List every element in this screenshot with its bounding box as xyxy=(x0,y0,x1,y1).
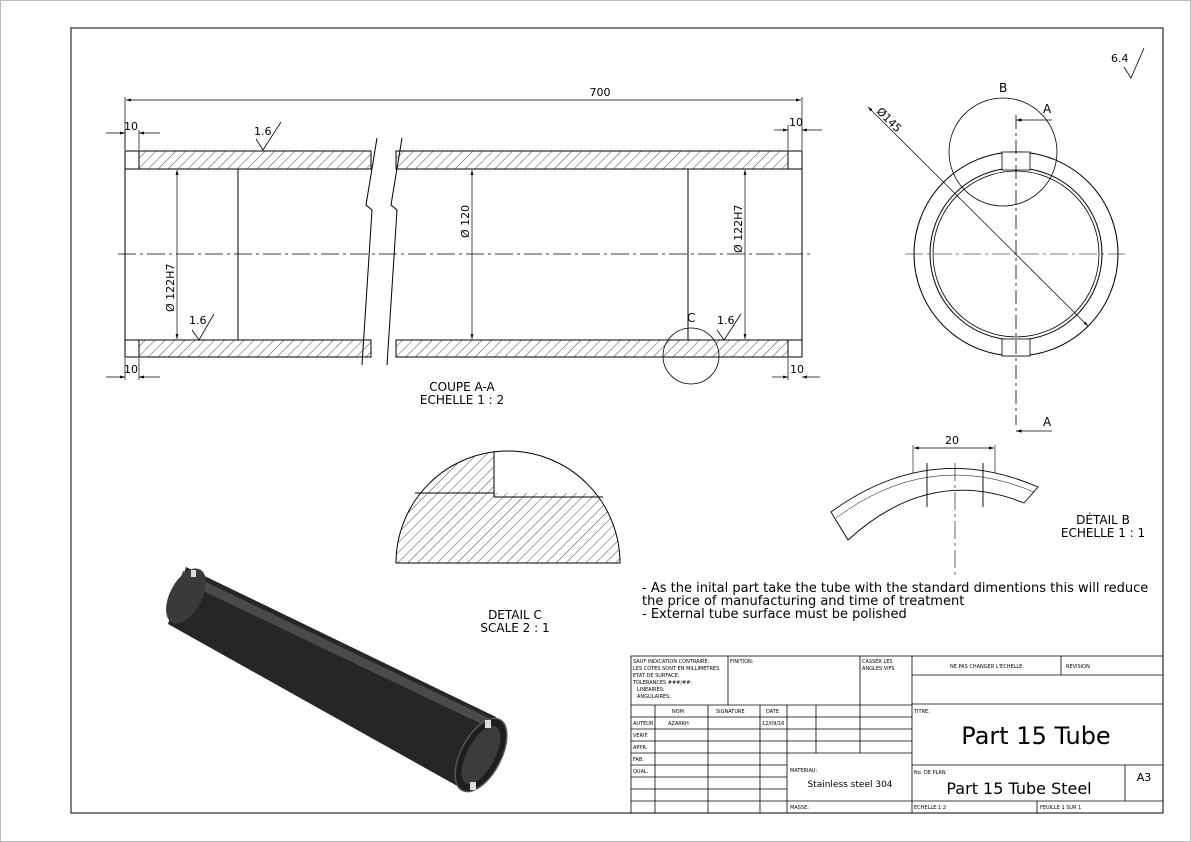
general-notes: - As the inital part take the tube with … xyxy=(642,581,1148,622)
svg-text:TITRE:: TITRE: xyxy=(913,709,930,715)
roughness-symbol-bottom-right: 1.6 xyxy=(716,313,742,341)
end-left-top xyxy=(124,150,140,170)
end-view: A A B Ø145 xyxy=(867,81,1125,433)
detail-b-arc-segment xyxy=(830,468,1039,541)
dim-overall-length: 700 xyxy=(590,86,611,99)
section-title: COUPE A-A xyxy=(429,380,495,394)
svg-text:TOLERANCES ###/##:: TOLERANCES ###/##: xyxy=(632,680,692,686)
drawing-title: Part 15 Tube xyxy=(961,722,1110,750)
detail-b-view: 20 DÉTAIL B ECHELLE 1 : 1 xyxy=(830,434,1145,575)
material-value: Stainless steel 304 xyxy=(807,780,892,790)
svg-text:QUAL.: QUAL. xyxy=(633,769,649,775)
dim-inner-left: Ø 122H7 xyxy=(164,264,177,312)
dim-outer-dia: Ø145 xyxy=(874,105,904,135)
end-right-bottom xyxy=(787,339,803,358)
finish-label: FINITION: xyxy=(730,659,754,665)
wall-top-right xyxy=(395,150,789,170)
svg-text:FAB.: FAB. xyxy=(633,757,644,763)
general-roughness-symbol: 6.4 xyxy=(1111,47,1145,79)
detail-b-marker: B xyxy=(999,81,1007,95)
svg-text:Ø 120: Ø 120 xyxy=(459,205,472,238)
svg-text:MATERIAU:: MATERIAU: xyxy=(790,768,818,774)
drawing-frame xyxy=(70,27,1164,814)
detail-c-view: DETAIL C SCALE 2 : 1 xyxy=(395,450,621,635)
dim-end-left-top: 10 xyxy=(124,120,138,133)
detail-c-marker: C xyxy=(687,311,695,325)
note-line-1: - As the inital part take the tube with … xyxy=(642,581,1148,596)
svg-text:NOM: NOM xyxy=(672,709,684,715)
wall-bottom-left xyxy=(138,339,372,358)
svg-text:Ø 122H7: Ø 122H7 xyxy=(164,264,177,312)
svg-text:Ø 122H7: Ø 122H7 xyxy=(732,205,745,253)
svg-text:DATE: DATE xyxy=(766,709,779,715)
note-line-2: the price of manufacturing and time of t… xyxy=(642,594,964,609)
svg-text:1.6: 1.6 xyxy=(189,314,207,327)
wall-top-left xyxy=(138,150,372,170)
section-a-bottom: A xyxy=(1043,415,1052,429)
plan-number: Part 15 Tube Steel xyxy=(946,779,1091,798)
dim-inner-right: Ø 122H7 xyxy=(732,205,745,253)
detail-c-scale: SCALE 2 : 1 xyxy=(480,621,549,635)
wall-bottom-right xyxy=(395,339,789,358)
title-block xyxy=(630,655,1164,814)
break-line-right xyxy=(386,137,403,366)
svg-text:VERIF.: VERIF. xyxy=(633,733,649,739)
scale-label: ECHELLE:1:2 xyxy=(914,805,946,811)
section-scale: ECHELLE 1 : 2 xyxy=(420,393,504,407)
detail-c-outline xyxy=(395,450,621,564)
svg-text:No. DE PLAN: No. DE PLAN xyxy=(914,770,946,776)
detail-b-title: DÉTAIL B xyxy=(1076,512,1130,527)
section-a-top: A xyxy=(1043,102,1052,116)
svg-text:1.6: 1.6 xyxy=(717,314,735,327)
dim-end-left-bottom: 10 xyxy=(124,363,138,376)
dim-detail-b-width: 20 xyxy=(945,434,959,447)
svg-text:6.4: 6.4 xyxy=(1111,52,1129,65)
author-name: AZARKH xyxy=(668,721,689,727)
svg-text:SAUF INDICATION CONTRAIRE:: SAUF INDICATION CONTRAIRE: xyxy=(633,659,710,665)
svg-text:AUTEUR: AUTEUR xyxy=(633,721,654,727)
detail-b-scale: ECHELLE 1 : 1 xyxy=(1061,526,1145,540)
detail-c-circle xyxy=(662,327,720,385)
svg-text:Ø145: Ø145 xyxy=(874,105,904,135)
revision-label: REVISION xyxy=(1066,664,1090,670)
svg-text:MASSE:: MASSE: xyxy=(790,805,809,811)
svg-text:1.6: 1.6 xyxy=(254,125,272,138)
sheet-label: FEUILLE 1 SUR 1 xyxy=(1040,805,1081,811)
end-right-top xyxy=(787,150,803,170)
section-view-a-a: 700 10 10 10 10 Ø 122H7 Ø 122H7 Ø 12 xyxy=(106,86,822,407)
detail-c-title: DETAIL C xyxy=(488,608,542,622)
svg-text:LINEAIRES:: LINEAIRES: xyxy=(637,687,665,693)
dim-inner-mid: Ø 120 xyxy=(459,205,472,238)
svg-text:ETAT DE SURFACE:: ETAT DE SURFACE: xyxy=(633,673,680,679)
break-line-left xyxy=(361,137,378,366)
svg-text:ANGULAIRES:: ANGULAIRES: xyxy=(637,694,671,700)
roughness-symbol-top: 1.6 xyxy=(254,121,282,151)
end-left-bottom xyxy=(124,339,140,358)
svg-text:SIGNATURE: SIGNATURE xyxy=(716,709,745,715)
no-scale-label: NE PAS CHANGER L'ECHELLE xyxy=(950,664,1022,670)
svg-text:ANGLES VIFS: ANGLES VIFS xyxy=(862,666,895,672)
dim-end-right-bottom: 10 xyxy=(790,363,804,376)
dim-end-right-top: 10 xyxy=(789,116,803,129)
isometric-tube-render xyxy=(166,567,508,793)
author-date: 12/09/16 xyxy=(762,721,784,727)
svg-text:LES COTES SONT EN MILLIMETRES: LES COTES SONT EN MILLIMETRES xyxy=(633,666,719,672)
svg-text:CASSER LES: CASSER LES xyxy=(862,659,893,665)
svg-text:APPR.: APPR. xyxy=(633,745,648,751)
roughness-symbol-bottom-left: 1.6 xyxy=(189,313,215,341)
note-line-3: - External tube surface must be polished xyxy=(642,607,907,622)
title-block-text: SAUF INDICATION CONTRAIRE: LES COTES SON… xyxy=(632,659,1151,811)
sheet-size: A3 xyxy=(1137,771,1152,784)
